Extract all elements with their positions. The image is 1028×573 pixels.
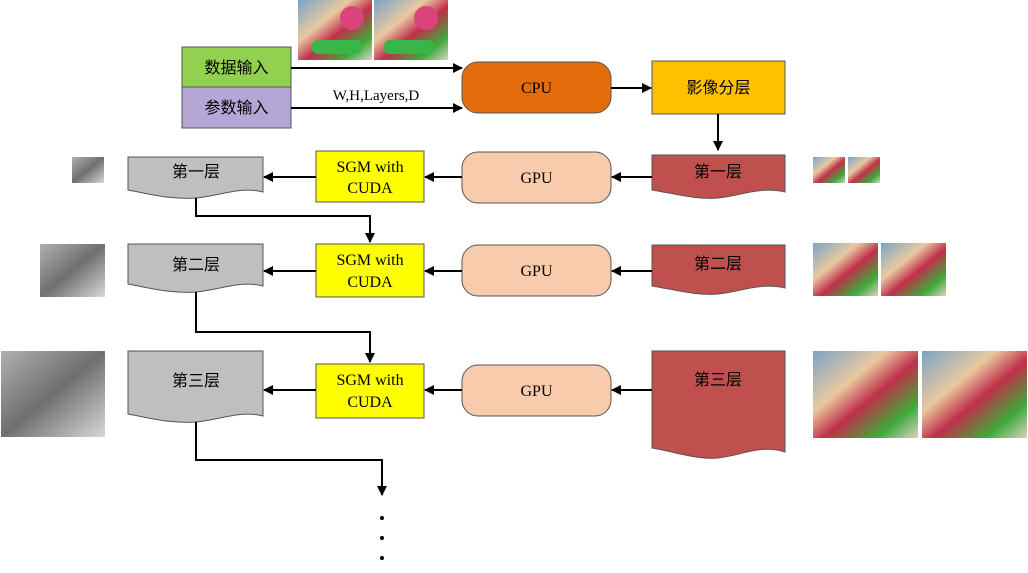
row-layer-2: 第二层 GPU SGM with CUDA 第二层 xyxy=(40,243,946,298)
arrow-result3-to-next xyxy=(195,422,387,496)
result-layer-2-label: 第二层 xyxy=(172,255,220,274)
gpu-label-3: GPU xyxy=(520,383,552,400)
gpu-label-2: GPU xyxy=(520,263,552,280)
gpu-label-1: GPU xyxy=(520,170,552,187)
layer-1-image-left xyxy=(813,157,845,183)
result-layer-3-doc xyxy=(127,350,264,423)
sgm-label-3b: CUDA xyxy=(347,394,393,411)
sgm-label-1b: CUDA xyxy=(347,180,393,197)
data-input-box: 数据输入 xyxy=(181,46,292,88)
layer-2-disparity-map xyxy=(40,244,105,297)
sgm-label-3a: SGM with xyxy=(336,372,403,389)
layering-node: 影像分层 xyxy=(651,60,786,115)
input-image-right xyxy=(374,0,448,60)
continuation-dots xyxy=(380,516,384,560)
cpu-node: CPU xyxy=(461,61,612,114)
layer-3-image-left xyxy=(813,351,918,438)
source-layer-2-doc xyxy=(651,244,786,295)
sgm-label-2b: CUDA xyxy=(347,274,393,291)
param-input-box: 参数输入 xyxy=(181,86,292,129)
arrow-result2-to-sgm3 xyxy=(195,292,375,363)
row-layer-3: 第三层 GPU SGM with CUDA 第三层 xyxy=(1,350,1027,459)
param-annotation: W,H,Layers,D xyxy=(333,88,420,104)
result-layer-3-label: 第三层 xyxy=(172,371,220,390)
result-layer-2-doc xyxy=(127,243,264,293)
sgm-node-1 xyxy=(315,150,425,203)
input-image-left xyxy=(298,0,372,60)
data-input-label: 数据输入 xyxy=(204,58,268,77)
layer-3-disparity-map xyxy=(1,351,105,437)
source-layer-1-doc xyxy=(651,154,786,199)
layer-2-image-right xyxy=(881,243,946,296)
arrow-result1-to-sgm2 xyxy=(195,198,375,243)
sgm-label-1a: SGM with xyxy=(336,159,403,176)
param-input-label: 参数输入 xyxy=(204,98,268,117)
layer-1-disparity-map xyxy=(72,157,104,183)
layer-1-image-right xyxy=(848,157,880,183)
source-layer-2-label: 第二层 xyxy=(694,254,742,273)
source-layer-3-doc xyxy=(651,350,786,459)
sgm-node-2 xyxy=(315,243,425,298)
row-layer-1: 第一层 GPU SGM with CUDA 第一层 xyxy=(72,150,880,204)
cpu-label: CPU xyxy=(521,80,553,97)
sgm-label-2a: SGM with xyxy=(336,252,403,269)
result-layer-1-label: 第一层 xyxy=(172,162,220,181)
layer-2-image-left xyxy=(813,243,878,296)
result-layer-1-doc xyxy=(127,156,264,199)
source-layer-3-label: 第三层 xyxy=(694,370,742,389)
layering-label: 影像分层 xyxy=(686,78,750,97)
layer-3-image-right xyxy=(922,351,1027,438)
source-layer-1-label: 第一层 xyxy=(694,162,742,181)
sgm-node-3 xyxy=(315,363,425,419)
